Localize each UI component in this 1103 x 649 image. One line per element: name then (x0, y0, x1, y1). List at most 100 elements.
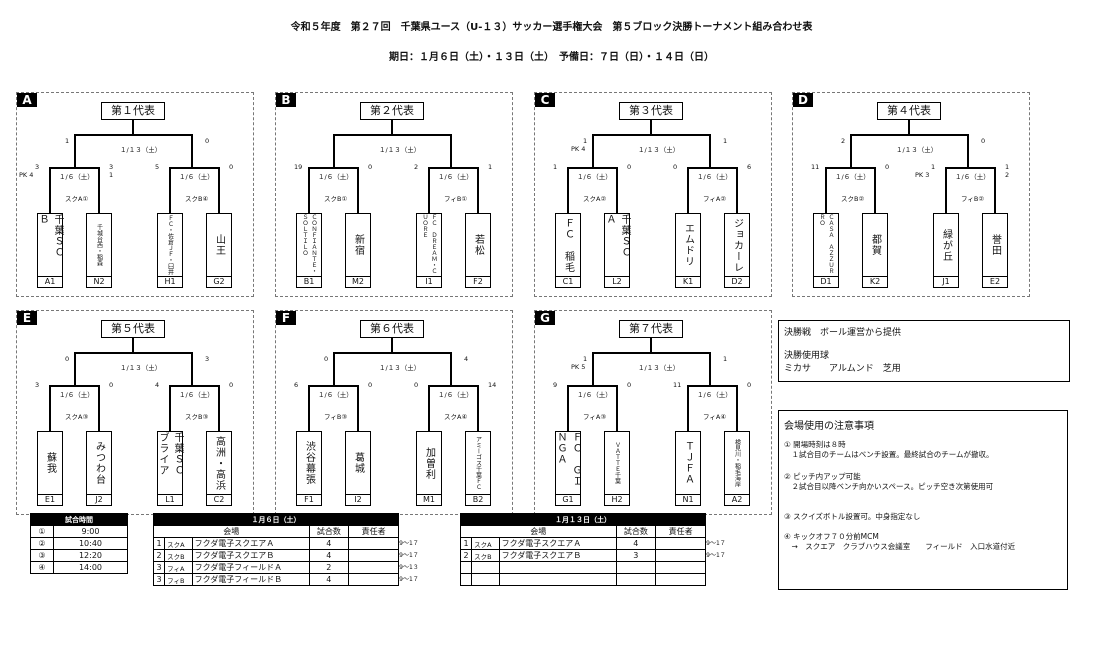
team-name: アミーゴス千葉ＦＣ (474, 436, 482, 490)
time-slot: ④ (30, 561, 54, 574)
final-ball-line3: ミカサ アルムンド 芝用 (784, 364, 901, 374)
block-letter: B (276, 93, 296, 107)
schedule-time-range: 9〜1７ (399, 576, 419, 583)
bracket-line (357, 385, 359, 431)
bracket-line (308, 167, 310, 213)
block-title: 第７代表 (619, 320, 683, 338)
team-name: 若松 (472, 234, 484, 256)
schedule-venue-name: フクダ電子スクエアＡ (498, 537, 617, 550)
bracket-line (567, 385, 569, 431)
bracket-line (567, 167, 569, 213)
semi-score-right: 0 (368, 163, 373, 171)
team-name: 蘇我 (44, 452, 56, 474)
bracket-line (567, 167, 617, 169)
bracket-line (709, 352, 711, 386)
team-name: 新宿 (352, 234, 364, 256)
schedule-time-range: 9〜1７ (399, 552, 419, 559)
schedule-venue-name: フクダ電子スクエアＡ (191, 537, 310, 550)
final-score-right: 0 (981, 137, 986, 145)
schedule-row (459, 561, 706, 574)
bracket-line (428, 167, 430, 213)
venue-note-item: １試合目のチームはベンチ設置。最終試合のチームが撤収。 (784, 450, 994, 459)
schedule-abbr: フィB (164, 573, 193, 586)
time-value: 14:00 (53, 561, 128, 574)
bracket-line (428, 385, 430, 431)
schedule-title-row: １月６日（土） (153, 513, 399, 526)
block-title: 第６代表 (360, 320, 424, 338)
team-code: F1 (296, 494, 322, 506)
team-code: A2 (724, 494, 750, 506)
semi-score-left: 3 (35, 381, 40, 389)
bracket-line (333, 352, 451, 354)
block-title: 第４代表 (877, 102, 941, 120)
semi-score-left: 11 (673, 381, 682, 389)
team-box: ＦＣ ＧＩＮＧＡ (555, 431, 581, 495)
team-code: J1 (933, 276, 959, 288)
bracket-line (736, 385, 738, 431)
semi-score-left: 19 (294, 163, 303, 171)
schedule-abbr: スクA (471, 537, 500, 550)
bracket-line (967, 134, 969, 168)
schedule-venue-name: フクダ電子スクエアＢ (191, 549, 310, 562)
schedule-title: １月１３日（土） (460, 513, 706, 526)
bracket-line (450, 352, 452, 386)
schedule-num: 2 (459, 549, 473, 562)
team-box: 千葉ＳＣ Ａ (604, 213, 630, 277)
semi-date: １/６（土） (179, 391, 214, 399)
bracket-line (357, 167, 359, 213)
semi-date: １/６（土） (438, 391, 473, 399)
final-score-left: 1 (65, 137, 70, 145)
bracket-line (687, 385, 737, 387)
venue-note-item: ③ スクイズボトル設置可。中身指定なし (784, 512, 921, 521)
bracket-line (169, 385, 171, 431)
semi-pk-right: 2 (1005, 171, 1010, 179)
bracket-line (333, 134, 335, 168)
team-code: B1 (296, 276, 322, 288)
semi-score-right: 0 (229, 381, 234, 389)
team-code: C1 (555, 276, 581, 288)
final-date: １/１３（土） (379, 146, 421, 154)
bracket-line (49, 167, 99, 169)
block-title: 第１代表 (101, 102, 165, 120)
bracket-line (74, 134, 192, 136)
final-date: １/１３（土） (120, 146, 162, 154)
team-code: H1 (157, 276, 183, 288)
semi-score-right: 0 (747, 381, 752, 389)
schedule-time-range: 9〜1７ (399, 540, 419, 547)
schedule-abbr: スクB (164, 549, 193, 562)
bracket-line (825, 167, 875, 169)
semi-score-right: 0 (627, 381, 632, 389)
team-box: ＣＯＮＦＩＡＮＴＥ・ＳＯＬＴＩＬＯ (296, 213, 322, 277)
team-box: みつわ台 (86, 431, 112, 495)
bracket-line (592, 352, 710, 354)
semi-score-left: 4 (155, 381, 160, 389)
team-name: 千葉ＳＣ ブライア (157, 432, 183, 487)
team-name: 緑が丘 (940, 228, 952, 262)
bracket-line (850, 134, 968, 136)
schedule-abbr (471, 573, 500, 586)
team-code: D1 (813, 276, 839, 288)
time-slot: ② (30, 537, 54, 550)
venue-note-item: ２試合目以降ベンチ向かいスペース。ピッチ空き次第使用可 (784, 482, 994, 491)
semi-score-right: 0 (885, 163, 890, 171)
final-score-right: 1 (723, 355, 728, 363)
semi-date: １/６（土） (697, 173, 732, 181)
schedule-abbr: フィA (164, 561, 193, 574)
time-slot: ③ (30, 549, 54, 562)
team-name: 千葉ＳＣ Ｂ (37, 214, 63, 269)
final-ball-note: 決勝戦 ボール運営から提供 決勝使用球 ミカサ アルムンド 芝用 (778, 320, 1070, 382)
team-box: ＣＡＳＡ ＡＺＺＵＲＲＯ (813, 213, 839, 277)
bracket-line (308, 385, 358, 387)
bracket-line (218, 385, 220, 431)
bracket-line (132, 337, 134, 352)
schedule-venue-name (498, 561, 617, 574)
block-letter: A (17, 93, 37, 107)
team-name: 千城台西・稲森 (95, 224, 103, 266)
team-box: 誉田 (982, 213, 1008, 277)
team-name: 検見川・稲毛海岸 (733, 439, 741, 487)
time-value: 9:00 (53, 525, 128, 538)
schedule-count: 3 (615, 549, 657, 562)
